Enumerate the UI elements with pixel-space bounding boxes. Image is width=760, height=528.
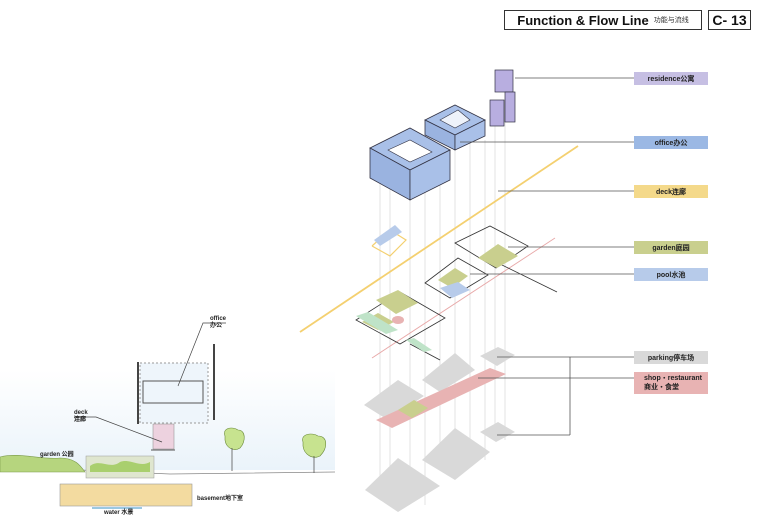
page-code: C- 13 bbox=[708, 10, 751, 30]
legend-pool: pool水池 bbox=[634, 268, 708, 281]
garden-area bbox=[438, 268, 468, 288]
residence-building bbox=[489, 69, 516, 127]
title-box: Function & Flow Line 功能与流线 bbox=[504, 10, 702, 30]
tree-icon bbox=[302, 433, 327, 473]
flow-line bbox=[371, 237, 556, 359]
shop-garden bbox=[398, 400, 428, 418]
legend-leaders bbox=[460, 77, 634, 436]
section-label-office-cn: 办公 bbox=[210, 323, 223, 329]
leader-office bbox=[177, 322, 226, 387]
garden-area bbox=[478, 244, 518, 268]
green-strip bbox=[406, 338, 432, 352]
legend-office: office办公 bbox=[634, 136, 708, 149]
section-garden-plants bbox=[90, 461, 150, 472]
section-label-deck-cn: 连廊 bbox=[74, 417, 87, 423]
section-label-office: office 办公 bbox=[210, 316, 226, 330]
tree-icon bbox=[224, 427, 245, 471]
section-deck bbox=[152, 423, 175, 450]
section-label-water: water 水景 bbox=[104, 510, 134, 516]
axonometric-diagram bbox=[299, 69, 579, 512]
deck-pool bbox=[374, 225, 402, 246]
section-basement bbox=[59, 483, 193, 507]
section-label-basement: basement地下室 bbox=[197, 496, 244, 502]
page-title: Function & Flow Line bbox=[517, 12, 649, 28]
pool-area bbox=[440, 282, 470, 298]
section-garden-hill bbox=[0, 455, 86, 473]
section-sketch bbox=[0, 322, 336, 509]
section-label-deck: deck 连廊 bbox=[74, 410, 88, 424]
legend-garden: garden庭园 bbox=[634, 241, 708, 254]
legend-shop-restaurant: shop・restaurant 商业・食堂 bbox=[634, 372, 708, 394]
section-label-office-en: office bbox=[210, 316, 227, 322]
legend-shop-en: shop・restaurant bbox=[644, 375, 702, 382]
parking-level bbox=[364, 347, 515, 512]
legend-shop-cn: 商业・食堂 bbox=[644, 384, 679, 391]
section-label-garden: garden 公园 bbox=[40, 452, 74, 458]
section-label-deck-en: deck bbox=[74, 410, 88, 416]
legend-parking: parking停车场 bbox=[634, 351, 708, 364]
office-building-2 bbox=[424, 104, 486, 151]
page-title-cn: 功能与流线 bbox=[653, 17, 689, 24]
office-building-1 bbox=[369, 127, 451, 201]
green-strip bbox=[356, 312, 398, 334]
section-office-box bbox=[142, 380, 204, 404]
garden-area bbox=[376, 290, 418, 314]
legend-residence: residence公寓 bbox=[634, 72, 708, 85]
deck-path bbox=[299, 145, 579, 333]
fountain bbox=[392, 316, 404, 324]
leader-deck bbox=[74, 416, 163, 443]
section-building bbox=[139, 362, 209, 424]
legend-deck: deck连廊 bbox=[634, 185, 708, 198]
